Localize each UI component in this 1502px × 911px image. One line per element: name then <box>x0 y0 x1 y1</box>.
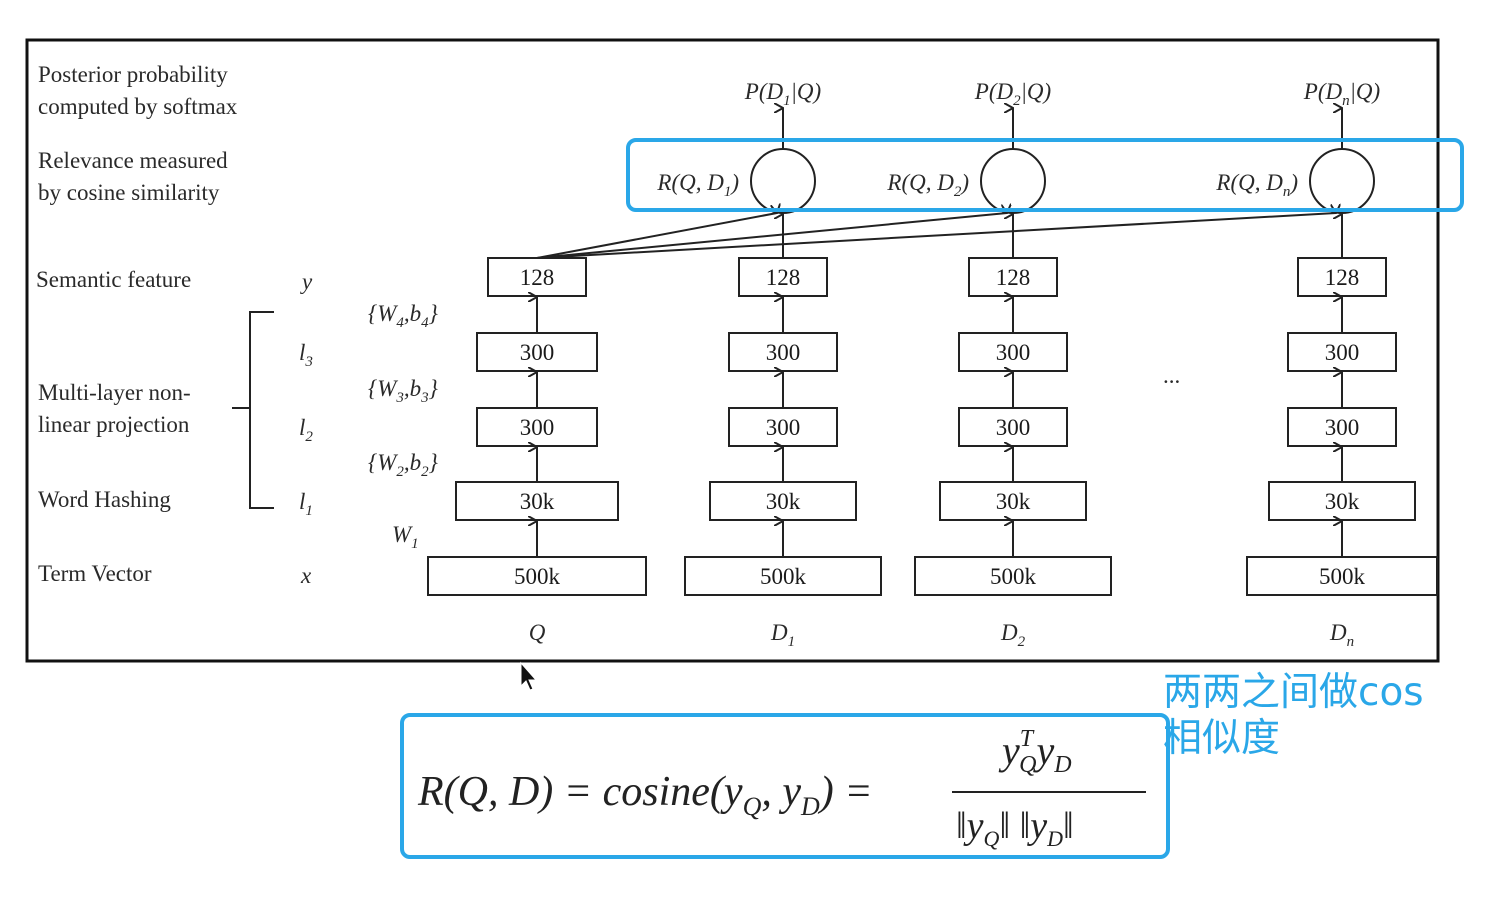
layer-size-label: 500k <box>760 564 807 589</box>
layer-box <box>728 332 838 372</box>
layer-size-label: 500k <box>990 564 1037 589</box>
layer-size-label: 300 <box>996 340 1031 365</box>
mouse-cursor-icon <box>520 661 538 691</box>
layer-size-label: 500k <box>514 564 561 589</box>
weight-w4-b4: {W4,b4} <box>368 301 438 331</box>
word-hashing-label: Word Hashing <box>38 487 171 512</box>
layer-size-label: 500k <box>1319 564 1366 589</box>
layer-box <box>1287 332 1397 372</box>
formula-highlight-box <box>400 713 1170 859</box>
layer-size-label: 300 <box>520 340 555 365</box>
semantic-feature-label: Semantic feature <box>36 267 191 292</box>
layer-size-label: 30k <box>996 489 1031 514</box>
layer-box <box>427 556 647 596</box>
cosine-node <box>1309 148 1375 214</box>
layer-box <box>728 407 838 447</box>
projection-bracket <box>232 311 274 509</box>
layer-size-label: 300 <box>520 415 555 440</box>
relevance-label: R(Q, D1) <box>656 170 739 200</box>
relevance-label: R(Q, Dn) <box>1215 170 1298 200</box>
posterior-label: P(D2|Q) <box>974 79 1051 109</box>
posterior-label-line1: Posterior probability <box>38 62 228 87</box>
layer-size-label: 30k <box>766 489 801 514</box>
posterior-label: P(Dn|Q) <box>1303 79 1380 109</box>
symbol-l2: l2 <box>299 415 313 445</box>
weight-w3-b3: {W3,b3} <box>368 376 438 406</box>
cosine-node <box>980 148 1046 214</box>
query-to-similarity-line <box>536 213 777 259</box>
layer-box <box>455 481 619 521</box>
tower-input-label: D2 <box>1000 620 1026 650</box>
tower-input-label: Dn <box>1329 620 1354 650</box>
query-to-similarity-line <box>536 213 1336 259</box>
layer-size-label: 30k <box>520 489 555 514</box>
posterior-label-line2: computed by softmax <box>38 94 238 119</box>
formula-denominator: ‖yQ‖ ‖yD‖ <box>956 805 1074 851</box>
similarity-highlight-box <box>626 138 1464 212</box>
relevance-label-line2: by cosine similarity <box>38 180 220 205</box>
annotation-note: 两两之间做cos 相似度 <box>1163 670 1424 761</box>
relevance-label-line1: Relevance measured <box>38 148 228 173</box>
layer-box <box>1287 407 1397 447</box>
layer-box <box>1246 556 1438 596</box>
layer-size-label: 300 <box>766 415 801 440</box>
cosine-node <box>750 148 816 214</box>
tower-input-label: Q <box>529 620 546 645</box>
layer-box <box>738 257 828 297</box>
posterior-label: P(D1|Q) <box>744 79 821 109</box>
layer-size-label: 300 <box>996 415 1031 440</box>
layer-size-label: 30k <box>1325 489 1360 514</box>
layer-size-label: 128 <box>766 265 801 290</box>
layer-box <box>487 257 587 297</box>
formula-lhs: R(Q, D) = cosine(yQ, yD) = <box>417 769 873 821</box>
query-to-similarity-line <box>536 213 1007 259</box>
layer-size-label: 300 <box>1325 415 1360 440</box>
layer-box <box>958 332 1068 372</box>
multilayer-label-line1: Multi-layer non- <box>38 380 191 405</box>
weight-w2-b2: {W2,b2} <box>368 450 438 480</box>
layer-size-label: 128 <box>1325 265 1360 290</box>
ellipsis: ... <box>1163 363 1180 388</box>
layer-size-label: 300 <box>766 340 801 365</box>
layer-size-label: 300 <box>1325 340 1360 365</box>
term-vector-label: Term Vector <box>38 561 152 586</box>
symbol-l1: l1 <box>299 489 313 519</box>
symbol-l3: l3 <box>299 340 313 370</box>
relevance-label: R(Q, D2) <box>886 170 969 200</box>
weight-w1: W1 <box>392 522 419 552</box>
symbol-y: y <box>300 269 313 294</box>
layer-size-label: 128 <box>520 265 555 290</box>
layer-box <box>684 556 882 596</box>
symbol-x: x <box>300 563 312 588</box>
tower-input-label: D1 <box>770 620 795 650</box>
layer-size-label: 128 <box>996 265 1031 290</box>
multilayer-label-line2: linear projection <box>38 412 190 437</box>
